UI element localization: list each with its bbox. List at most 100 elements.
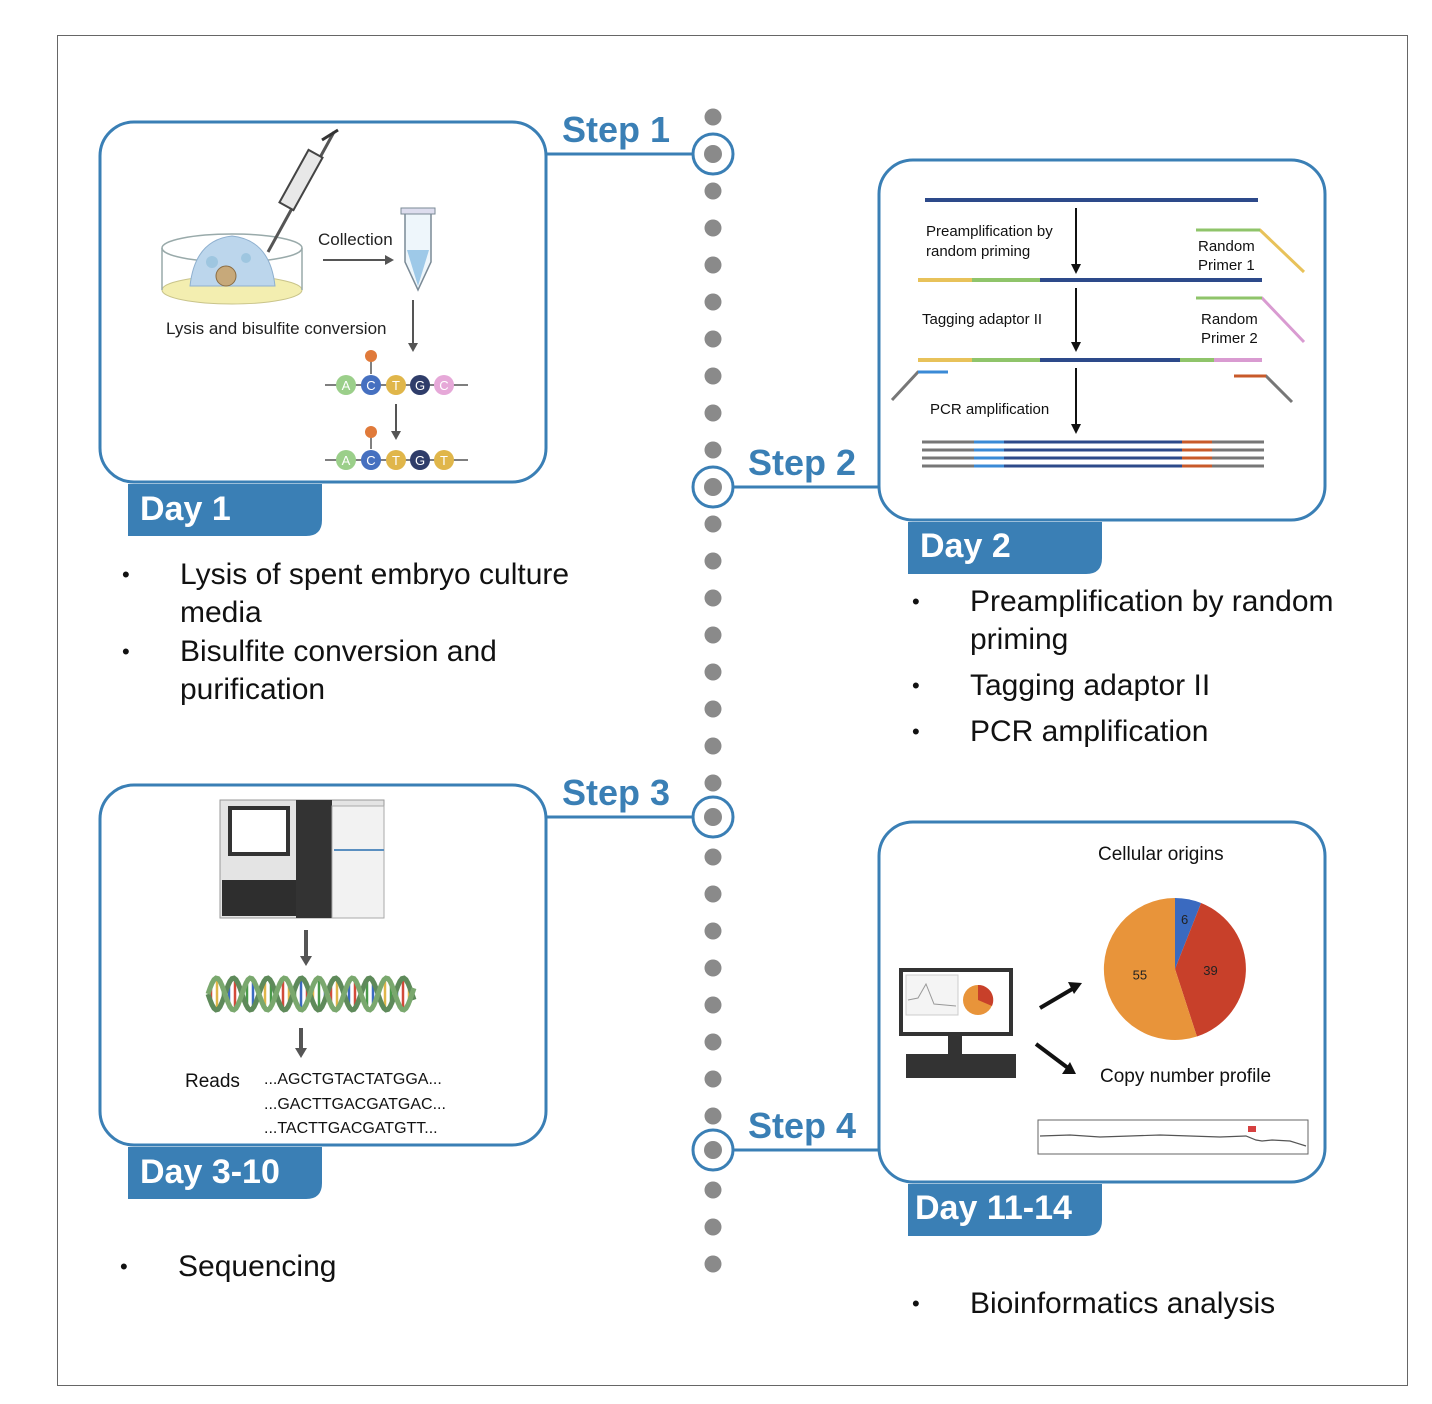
base-letter: C xyxy=(366,453,375,468)
day-11-14-tab xyxy=(908,1184,1102,1236)
bullets-day-11-14: Bioinformatics analysis xyxy=(912,1285,1370,1324)
day-2-label: Day 2 xyxy=(920,527,1011,565)
timeline-dot xyxy=(704,182,722,200)
bullet-item: PCR amplification xyxy=(912,713,1390,751)
step-3-label: Step 3 xyxy=(562,772,670,813)
monitor-arrowhead-up xyxy=(1068,982,1082,994)
timeline-dot xyxy=(704,996,722,1014)
bullet-item: Tagging adaptor II xyxy=(912,667,1390,705)
base-letter: A xyxy=(342,378,351,393)
step-2-panel xyxy=(877,158,1327,522)
bullets-day-1: Lysis of spent embryo culture media Bisu… xyxy=(122,556,580,710)
methyl-group-before xyxy=(365,350,377,362)
tube-illustration xyxy=(400,207,436,292)
cellular-origins-label: Cellular origins xyxy=(1098,844,1224,865)
timeline-dot xyxy=(704,959,722,977)
sequencer-illustration xyxy=(219,799,385,919)
timeline-dot xyxy=(704,922,722,940)
pipette-illustration xyxy=(266,128,339,253)
timeline-dot xyxy=(704,1255,722,1273)
preamp-label-line1: Preamplification by xyxy=(926,223,1053,240)
timeline-dot xyxy=(704,1181,722,1199)
base-circle xyxy=(386,450,406,470)
day-3-10-label: Day 3-10 xyxy=(140,1153,280,1191)
tagging-arrowhead xyxy=(1071,342,1081,352)
step-1-label: Step 1 xyxy=(562,109,670,150)
primer-1-label-line2: Primer 1 xyxy=(1198,257,1255,274)
bullets-day-2: Preamplification by random priming Taggi… xyxy=(912,583,1390,752)
base-circle xyxy=(386,375,406,395)
pie-slice-label: 55 xyxy=(1133,968,1147,983)
timeline-dot xyxy=(704,293,722,311)
primer-1-label-line1: Random xyxy=(1198,238,1255,255)
step-4-marker-dot xyxy=(704,1141,722,1159)
primer-2-label-line2: Primer 2 xyxy=(1201,330,1258,347)
timeline-dots xyxy=(704,108,722,1273)
timeline-dot xyxy=(704,552,722,570)
step-2-marker-dot xyxy=(704,478,722,496)
dna-helix-illustration xyxy=(205,975,417,1013)
timeline-dot xyxy=(704,737,722,755)
base-circle xyxy=(434,375,454,395)
step-1-marker-dot xyxy=(704,145,722,163)
conversion-arrowhead xyxy=(391,431,401,440)
methyl-group-after xyxy=(365,426,377,438)
step-2-group: Step 2 Day 2 Preamplification by random … xyxy=(691,158,1327,574)
base-letter: G xyxy=(415,453,425,468)
base-letter: C xyxy=(439,378,448,393)
base-letter: T xyxy=(392,453,400,468)
timeline-dot xyxy=(704,108,722,126)
pie-slice-label: 39 xyxy=(1203,963,1217,978)
copy-number-plot xyxy=(1037,1119,1309,1155)
timeline-dot xyxy=(704,1070,722,1088)
pcr-products xyxy=(922,440,1264,468)
timeline-dot xyxy=(704,330,722,348)
timeline-dot xyxy=(704,774,722,792)
timeline-dot xyxy=(704,256,722,274)
day-1-label: Day 1 xyxy=(140,490,231,528)
seq-arrowhead-2 xyxy=(295,1048,307,1058)
timeline-dot xyxy=(704,848,722,866)
base-circle xyxy=(361,450,381,470)
timeline-dot xyxy=(704,1107,722,1125)
step-3-panel xyxy=(98,783,548,1147)
timeline-dot xyxy=(704,1033,722,1051)
tagging-label: Tagging adaptor II xyxy=(922,311,1042,328)
lysis-arrowhead xyxy=(408,343,418,352)
monitor-arrow-down xyxy=(1034,1042,1070,1070)
read-line-3: ...TACTTGACGATGTT... xyxy=(264,1120,438,1137)
read-line-1: ...AGCTGTACTATGGA... xyxy=(264,1071,442,1088)
reads-label: Reads xyxy=(185,1071,240,1092)
day-3-10-tab xyxy=(128,1147,322,1199)
timeline-dot xyxy=(704,885,722,903)
timeline-dot xyxy=(704,404,722,422)
bullet-item: Preamplification by random priming xyxy=(912,583,1390,659)
pie-slice xyxy=(1175,903,1246,1037)
step-2-label: Step 2 xyxy=(748,442,856,483)
day-2-tab xyxy=(908,522,1102,574)
timeline-dot xyxy=(704,515,722,533)
seq-arrowhead-1 xyxy=(300,956,312,966)
base-letter: A xyxy=(342,453,351,468)
pcr-label: PCR amplification xyxy=(930,401,1049,418)
helix-backbone xyxy=(205,975,417,1013)
lysis-label: Lysis and bisulfite conversion xyxy=(166,319,387,338)
preamp-label-line2: random priming xyxy=(926,243,1030,260)
base-circle xyxy=(336,450,356,470)
monitor-arrow-up xyxy=(1038,986,1076,1010)
step-3-group: Step 3 Day 3-10 Reads ...AGCTGTACTATGGA.… xyxy=(98,772,735,1199)
step-1-group: Step 1 Day 1 Collection Lysis and bi xyxy=(98,109,735,536)
monitor-arrowhead-down xyxy=(1062,1062,1076,1074)
day-11-14-label: Day 11-14 xyxy=(915,1189,1072,1227)
pie-slice xyxy=(1103,897,1197,1040)
timeline-dot xyxy=(704,367,722,385)
base-circle xyxy=(410,450,430,470)
base-circle xyxy=(336,375,356,395)
pie-slice xyxy=(1175,898,1202,969)
base-letter: G xyxy=(415,378,425,393)
step-4-group: Step 4 Day 11-14 Cellular origins 63955 … xyxy=(691,820,1327,1236)
